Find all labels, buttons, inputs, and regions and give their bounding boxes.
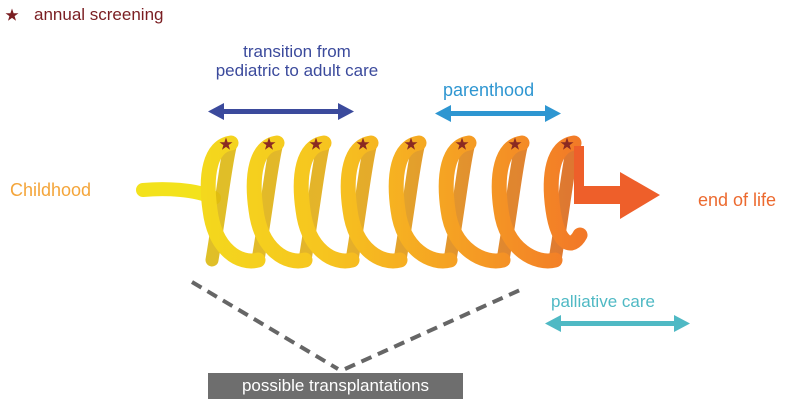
- end-of-life-label: end of life: [698, 190, 776, 211]
- palliative-arrow: [545, 315, 690, 332]
- parenthood-label: parenthood: [443, 80, 534, 101]
- transition-label: transition from pediatric to adult care: [212, 42, 382, 80]
- spring: [143, 143, 660, 261]
- transplantations-label: possible transplantations: [208, 373, 463, 399]
- parenthood-arrow: [435, 105, 561, 122]
- transition-arrow: [208, 103, 354, 120]
- palliative-care-label: palliative care: [551, 292, 655, 312]
- transplant-dashed-lines: [192, 282, 520, 369]
- childhood-label: Childhood: [10, 180, 91, 201]
- legend-label: annual screening: [34, 5, 163, 25]
- legend-star-icon: [6, 9, 19, 21]
- end-arrow: [570, 146, 660, 224]
